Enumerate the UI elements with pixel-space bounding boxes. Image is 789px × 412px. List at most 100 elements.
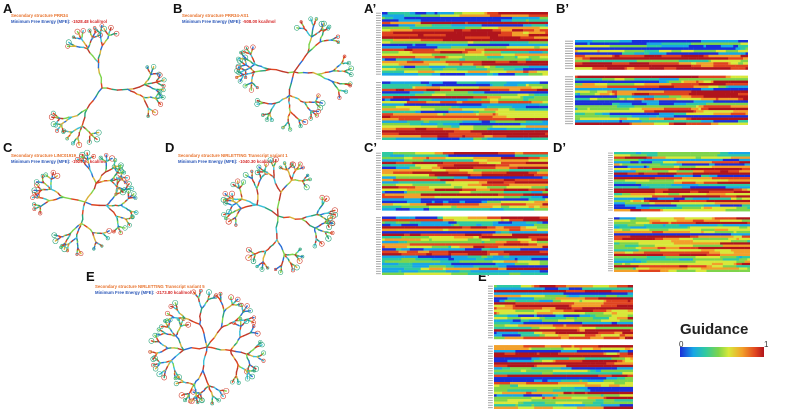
- hairpin-loop: [301, 165, 305, 170]
- alignment-cell: [453, 226, 460, 229]
- alignment-cell: [440, 159, 455, 162]
- alignment-cell: [614, 188, 623, 191]
- alignment-cell: [417, 231, 427, 234]
- alignment-cell: [575, 64, 591, 68]
- alignment-cell: [652, 170, 669, 173]
- alignment-cell: [398, 270, 402, 273]
- alignment-cell: [514, 152, 524, 155]
- alignment-cell: [382, 181, 385, 184]
- alignment-cell: [500, 48, 510, 52]
- alignment-cell: [657, 195, 666, 198]
- alignment-cell: [542, 186, 546, 189]
- alignment-cell: [745, 80, 748, 84]
- stem-segment: [206, 346, 213, 349]
- hairpin-loop: [50, 110, 56, 116]
- alignment-cell: [442, 238, 455, 242]
- alignment-cell: [395, 105, 413, 109]
- alignment-cell: [657, 183, 661, 187]
- alignment-cell: [412, 243, 430, 246]
- alignment-cell: [398, 118, 405, 121]
- alignment-cell: [514, 68, 524, 71]
- stem-segment: [72, 36, 77, 39]
- alignment-cell: [478, 267, 496, 271]
- alignment-cell: [420, 240, 435, 244]
- alignment-cell: [434, 188, 444, 192]
- alignment-cell: [710, 80, 714, 84]
- alignment-cell: [384, 68, 397, 71]
- alignment-cell: [589, 107, 598, 111]
- hairpin-loop: [152, 109, 159, 116]
- alignment-cell: [470, 231, 480, 234]
- alignment-cell: [602, 95, 615, 98]
- alignment-cell: [420, 21, 432, 25]
- hairpin-loop: [312, 243, 318, 249]
- alignment-cell: [437, 221, 449, 224]
- alignment-cell: [437, 60, 446, 64]
- alignment-cell: [440, 216, 444, 220]
- alignment-cell: [390, 33, 408, 37]
- alignment-cell: [646, 112, 660, 116]
- alignment-cell: [498, 272, 510, 275]
- alignment-cell: [730, 179, 737, 182]
- alignment-cell: [599, 44, 610, 48]
- alignment-cell: [393, 26, 402, 30]
- alignment-cell: [473, 178, 488, 182]
- alignment-cell: [484, 245, 499, 249]
- alignment-cell: [503, 186, 507, 189]
- stem-segment: [305, 220, 311, 227]
- alignment-cell: [417, 70, 435, 74]
- alignment-cell: [517, 166, 524, 170]
- alignment-cell: [492, 73, 499, 76]
- alignment-cell: [445, 83, 463, 87]
- alignment-cell: [681, 100, 694, 103]
- alignment-cell: [708, 57, 717, 60]
- alignment-cell: [534, 48, 540, 52]
- alignment-cell: [614, 181, 623, 185]
- row-label-mark: [376, 199, 381, 200]
- alignment-cell: [404, 70, 419, 74]
- alignment-cell: [717, 158, 723, 162]
- alignment-cell: [701, 177, 713, 180]
- alignment-cell: [693, 64, 702, 68]
- alignment-cell: [714, 163, 721, 166]
- alignment-cell: [725, 40, 729, 43]
- alignment-cell: [713, 95, 719, 98]
- alignment-cell: [542, 12, 548, 15]
- hairpin-loop: [113, 30, 120, 37]
- alignment-cell: [512, 272, 515, 275]
- alignment-cell: [478, 231, 491, 234]
- alignment-cell: [445, 33, 463, 37]
- alignment-cell: [634, 83, 645, 86]
- alignment-cell: [487, 58, 493, 61]
- alignment-cell: [509, 108, 515, 111]
- panel-letter-d-prime: D’: [553, 140, 566, 155]
- alignment-cell: [663, 120, 670, 123]
- alignment-cell: [747, 179, 750, 182]
- alignment-cell: [509, 161, 527, 165]
- row-label-mark: [376, 101, 381, 103]
- alignment-cell: [589, 42, 605, 46]
- alignment-cell: [701, 107, 704, 111]
- alignment-cell: [714, 167, 723, 171]
- alignment-cell: [575, 110, 591, 113]
- stem-segment: [158, 372, 162, 375]
- alignment-cell: [442, 216, 446, 220]
- alignment-cell: [512, 26, 527, 30]
- stem-segment: [86, 48, 91, 54]
- alignment-cell: [470, 33, 488, 37]
- alignment-cell: [492, 233, 507, 237]
- alignment-cell: [503, 36, 521, 39]
- alignment-cell: [462, 55, 474, 59]
- alignment-cell: [506, 41, 515, 44]
- alignment-cell: [451, 46, 463, 49]
- alignment-cell: [745, 47, 748, 51]
- alignment-cell: [434, 38, 444, 42]
- row-label-mark: [608, 161, 613, 163]
- alignment-cell: [531, 118, 535, 121]
- alignment-cell: [500, 60, 510, 64]
- alignment-cell: [412, 265, 430, 268]
- alignment-cell: [743, 95, 748, 98]
- alignment-cell: [636, 97, 645, 101]
- alignment-cell: [691, 67, 694, 70]
- alignment-cell: [728, 42, 739, 46]
